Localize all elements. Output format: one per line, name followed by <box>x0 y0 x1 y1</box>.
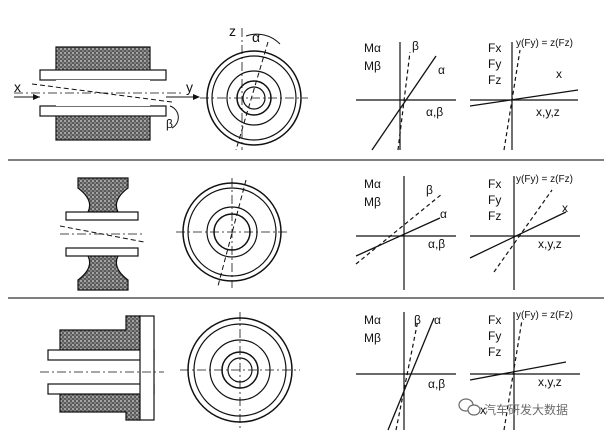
y-label-m-beta: Mβ <box>364 195 381 209</box>
relation-label: y(Fy) = z(Fz) <box>516 38 573 49</box>
bushing-end-view <box>180 312 300 428</box>
x-label-alpha-beta: α,β <box>426 105 443 119</box>
bushing-end-view: z α <box>200 23 308 151</box>
curve-x-label: x <box>556 67 562 81</box>
row-1: x y β z α Mα Mβ β α α,β <box>14 23 579 151</box>
curve-alpha-label: α <box>440 207 447 221</box>
y-label-m-beta: Mβ <box>364 59 381 73</box>
row-2: Mα Mβ β α α,β Fx Fy Fz y(Fy) = z(Fz) x x… <box>59 174 580 291</box>
curve-alpha-label: α <box>438 63 445 77</box>
moment-stiffness-plot: Mα Mβ β α α,β <box>355 176 456 290</box>
watermark: 汽车研发大数据 <box>458 398 568 417</box>
x-label-xyz: x,y,z <box>538 237 562 251</box>
force-stiffness-plot: Fx Fy Fz y(Fy) = z(Fz) x x,y,z <box>469 174 580 290</box>
row-3: Mα Mβ β α α,β Fx Fy Fz y(Fy) = z(Fz) x x… <box>40 310 580 431</box>
relation-label: y(Fy) = z(Fz) <box>516 310 573 321</box>
y-label-m-alpha: Mα <box>364 177 381 191</box>
moment-stiffness-plot: Mα Mβ β α α,β <box>356 39 456 151</box>
force-stiffness-plot: Fx Fy Fz y(Fy) = z(Fz) x x,y,z <box>469 310 580 431</box>
y-label-fx: Fx <box>488 177 501 191</box>
bushing-section-flanged <box>40 315 164 421</box>
curve-x-label: x <box>562 201 568 215</box>
x-label-xyz: x,y,z <box>538 375 562 389</box>
curve-beta-label: β <box>426 183 433 197</box>
moment-stiffness-plot: Mα Mβ β α α,β <box>356 312 456 431</box>
x-label-alpha-beta: α,β <box>428 237 445 251</box>
y-label-m-alpha: Mα <box>364 313 381 327</box>
alpha-label: α <box>252 29 260 45</box>
wechat-icon <box>458 398 481 416</box>
force-stiffness-plot: Fx Fy Fz y(Fy) = z(Fz) x x,y,z <box>469 38 579 151</box>
x-label-alpha-beta: α,β <box>428 377 445 391</box>
curve-beta-label: β <box>414 313 421 327</box>
y-label-fz: Fz <box>488 209 501 223</box>
x-axis-label: x <box>14 79 21 95</box>
y-label-fz: Fz <box>488 345 501 359</box>
y-label-m-alpha: Mα <box>364 41 381 55</box>
beta-label: β <box>166 117 173 131</box>
y-label-fy: Fy <box>488 57 501 71</box>
x-label-xyz: x,y,z <box>536 105 560 119</box>
bushing-end-view <box>176 178 288 288</box>
y-label-fy: Fy <box>488 193 501 207</box>
curve-x-label: x <box>480 403 486 417</box>
curve-alpha-label: α <box>434 313 441 327</box>
watermark-text: 汽车研发大数据 <box>484 402 568 417</box>
y-label-fz: Fz <box>488 73 501 87</box>
relation-label: y(Fy) = z(Fz) <box>516 174 573 185</box>
bushing-section-hourglass <box>59 177 145 291</box>
y-label-m-beta: Mβ <box>364 331 381 345</box>
y-label-fy: Fy <box>488 329 501 343</box>
y-label-fx: Fx <box>488 41 501 55</box>
curve-beta-label: β <box>412 39 419 53</box>
y-axis-label: y <box>186 79 193 95</box>
y-label-fx: Fx <box>488 313 501 327</box>
z-axis-label: z <box>229 23 236 39</box>
bushing-section-straight: x y β <box>14 46 200 141</box>
